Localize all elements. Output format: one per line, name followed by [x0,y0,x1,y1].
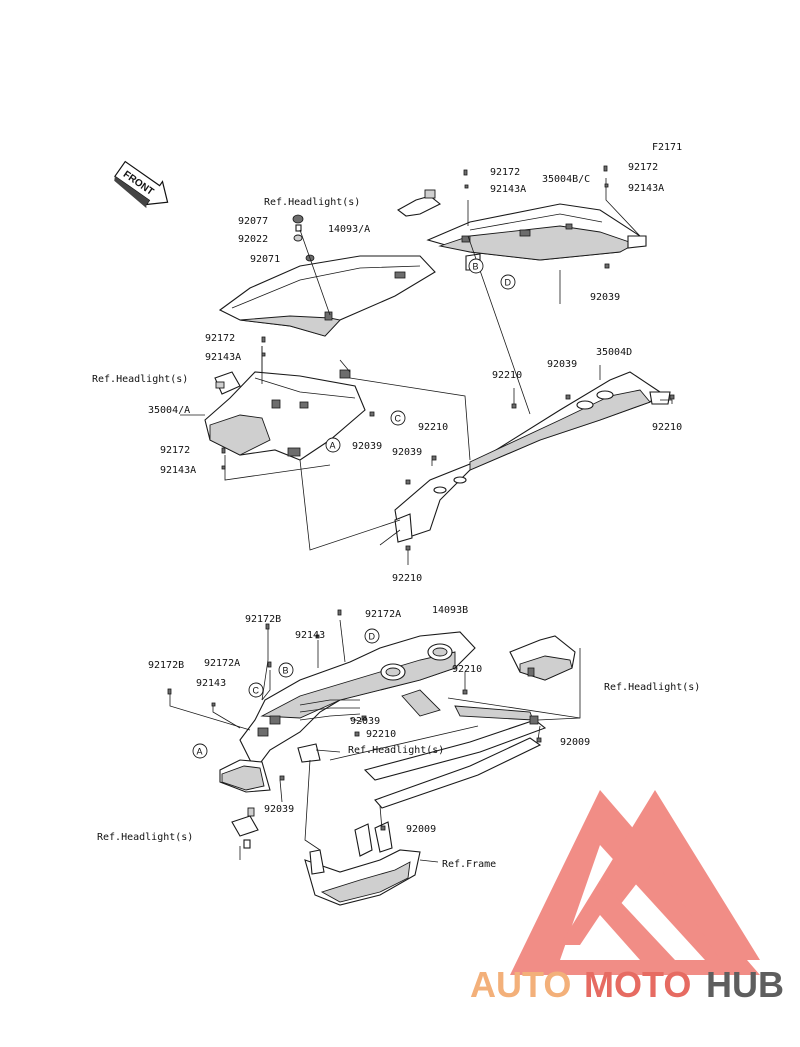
logo-inner-cutout [560,845,705,960]
headlight-bracket-right [509,635,576,681]
label-14093a: 14093/A [328,224,370,235]
label-35004a: 35004/A [148,405,190,416]
label-92210-b1: 92210 [452,664,482,675]
label-92143a-l2: 92143A [160,465,196,476]
svg-text:D: D [369,632,376,642]
label-92172-l2: 92172 [160,445,190,456]
label-92039-r: 92039 [590,292,620,303]
front-direction-arrow: FRONT [114,160,169,209]
svg-text:D: D [505,278,512,288]
svg-text:B: B [283,666,289,676]
label-14093b: 14093B [432,605,468,616]
watermark-auto: AUTO [470,964,571,1005]
label-92172-l1: 92172 [205,333,235,344]
label-92039-b2: 92039 [264,804,294,815]
bottom-fastener-dots [167,609,542,831]
callout-c-bottom: C [248,682,264,698]
headlight-bracket-lower-left [231,807,259,849]
logo-inner-g [560,880,675,960]
watermark-moto: MOTO [584,964,691,1005]
label-92022: 92022 [238,234,268,245]
logo-m-peak [600,790,760,960]
svg-text:C: C [253,686,260,696]
callout-a-top: A [325,437,341,453]
label-92071: 92071 [250,254,280,265]
label-92172-r2: 92172 [628,162,658,173]
watermark-hub: HUB [706,964,784,1005]
label-92172b-1: 92172B [245,614,281,625]
svg-text:C: C [395,414,402,424]
front-arrow-depth [114,176,150,209]
cover-35004a [204,369,366,461]
svg-text:B: B [473,262,479,272]
label-92172a-2: 92172A [204,658,240,669]
label-92143a-l1: 92143A [205,352,241,363]
label-92210-3: 92210 [652,422,682,433]
callout-b-top: B [468,258,484,274]
label-92009-2: 92009 [406,824,436,835]
top-leader-lines [180,178,673,565]
label-35004bc: 35004B/C [542,174,590,185]
connector-bracket [297,689,441,763]
frame-bar [363,705,547,809]
label-92039-m: 92039 [352,441,382,452]
label-92143-2: 92143 [196,678,226,689]
inner-panel-14093b [239,631,476,772]
svg-text:A: A [330,441,336,451]
label-92143a-r2: 92143A [628,183,664,194]
bottom-leader-lines [169,619,581,863]
label-92210-4: 92210 [392,573,422,584]
screen-14093a [218,255,436,337]
label-92172a-1: 92172A [365,609,401,620]
label-92143a-r1: 92143A [490,184,526,195]
label-ref-headlight-1: Ref.Headlight(s) [264,197,360,208]
headlight-bracket-left [214,371,241,395]
top-fastener-dots [221,165,675,551]
label-92039-l: 92039 [392,447,422,458]
figure-code: F2171 [652,142,682,153]
callout-d-top: D [500,274,516,290]
center-brace [394,371,671,543]
callout-a-bottom: A [192,743,208,759]
label-ref-frame: Ref.Frame [442,859,496,870]
label-ref-headlight-2: Ref.Headlight(s) [92,374,188,385]
label-ref-headlight-4: Ref.Headlight(s) [348,745,444,756]
label-92039-c: 92039 [547,359,577,370]
lower-mount-a [219,759,271,793]
label-92143-1: 92143 [295,630,325,641]
label-92210-1: 92210 [492,370,522,381]
headlight-bracket-top [396,189,442,217]
label-92077: 92077 [238,216,268,227]
label-92172-r1: 92172 [490,167,520,178]
cover-35004bc [426,203,647,271]
watermark-logo [510,790,760,975]
label-35004d: 35004D [596,347,632,358]
label-92172b-2: 92172B [148,660,184,671]
label-92210-b2: 92210 [366,729,396,740]
watermark-wordmark: AUTO MOTO HUB [470,964,784,1005]
callout-b-bottom: B [278,662,294,678]
label-92210-2: 92210 [418,422,448,433]
frame-ref [304,821,421,906]
label-ref-headlight-5: Ref.Headlight(s) [97,832,193,843]
label-ref-headlight-3: Ref.Headlight(s) [604,682,700,693]
callout-c-top: C [390,410,406,426]
label-92039-b1: 92039 [350,716,380,727]
callout-d-bottom: D [364,628,380,644]
svg-text:A: A [197,747,203,757]
label-92009-1: 92009 [560,737,590,748]
fastener-stack-92077 [292,214,315,262]
